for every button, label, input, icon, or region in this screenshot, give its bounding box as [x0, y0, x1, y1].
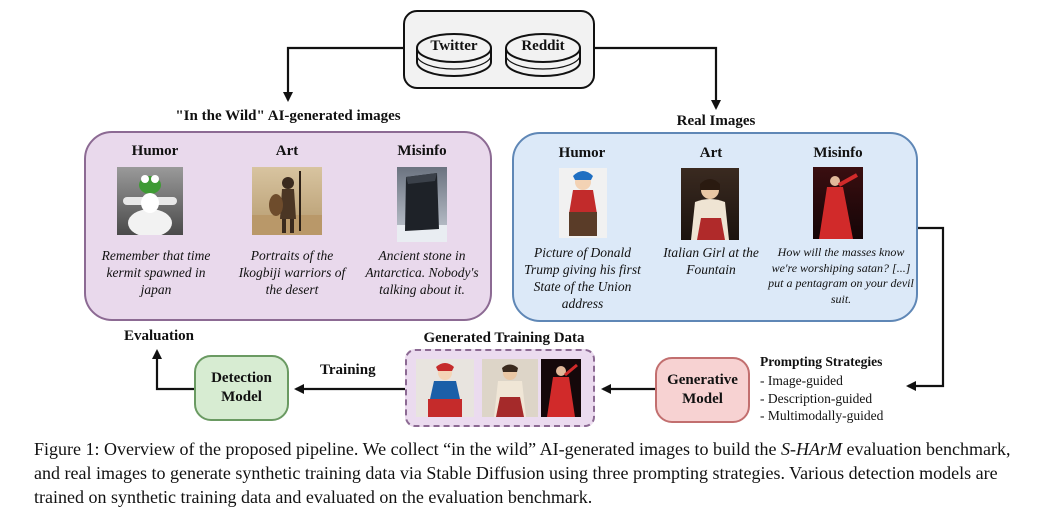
generative-model-line1: Generative [667, 372, 738, 388]
detection-model-line1: Detection [211, 370, 272, 386]
generated-title: Generated Training Data [423, 330, 585, 346]
training-label: Training [320, 362, 376, 378]
reddit-cylinder-icon [505, 33, 581, 77]
wild-category-humor: Humor [131, 143, 179, 159]
wild-title: "In the Wild" AI-generated images [175, 108, 401, 124]
detection-model-line2: Model [221, 389, 262, 405]
generative-model-line2: Model [682, 391, 723, 407]
real-category-art: Art [699, 145, 723, 161]
real-misinfo-image [813, 167, 863, 239]
generated-image-2 [482, 359, 538, 417]
real-category-humor: Humor [558, 145, 606, 161]
arrow-to-generative [906, 226, 945, 391]
wild-misinfo-caption: Ancient stone in Antarctica. Nobody's ta… [365, 248, 479, 297]
real-art-caption: Italian Girl at the Fountain [663, 245, 759, 277]
prompting-item-image-guided: - Image-guided [760, 373, 843, 388]
evaluation-label: Evaluation [124, 328, 195, 344]
wild-art-image [252, 167, 322, 235]
wild-art-caption: Portraits of the Ikogbiji warriors of th… [238, 248, 346, 297]
real-humor-caption: Picture of Donald Trump giving his first… [524, 245, 641, 311]
wild-category-art: Art [275, 143, 299, 159]
detection-model-node: Detection Model [194, 355, 289, 421]
wild-humor-caption: Remember that time kermit spawned in jap… [101, 248, 211, 297]
reddit-label: Reddit [521, 38, 565, 54]
wild-humor-image [117, 167, 183, 235]
arrow-evaluation [152, 349, 194, 391]
prompting-title: Prompting Strategies [760, 354, 883, 369]
generative-model-node: Generative Model [655, 357, 750, 423]
real-category-misinfo: Misinfo [813, 145, 863, 161]
arrow-to-wild [283, 46, 404, 102]
generated-image-1 [416, 359, 474, 417]
wild-misinfo-image [397, 167, 447, 242]
arrow-to-real [594, 46, 721, 110]
real-misinfo-caption: How will the masses know we're worshipin… [768, 245, 914, 306]
figure-caption-part2: evaluation benchmark, and real images to… [34, 439, 1011, 507]
generated-image-3 [541, 359, 581, 417]
prompting-item-multimodally-guided: - Multimodally-guided [760, 408, 884, 423]
wild-category-misinfo: Misinfo [397, 143, 447, 159]
twitter-cylinder-icon [416, 33, 492, 77]
figure-caption: Figure 1: Overview of the proposed pipel… [34, 437, 1019, 509]
real-title: Real Images [676, 113, 756, 129]
real-art-image [681, 168, 739, 240]
figure-caption-benchmark: S-HArM [781, 439, 843, 459]
figure-caption-label: Figure 1: [34, 439, 100, 459]
prompting-item-description-guided: - Description-guided [760, 391, 873, 406]
twitter-label: Twitter [430, 38, 478, 54]
real-humor-image [559, 168, 607, 238]
figure-caption-part1: Overview of the proposed pipeline. We co… [104, 439, 777, 459]
